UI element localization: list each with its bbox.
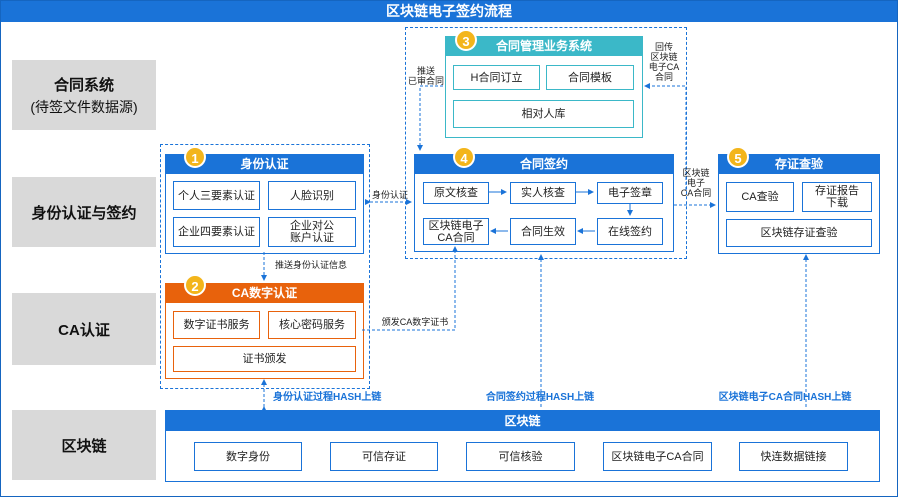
box-chain-ca-contract-store[interactable]: 区块链电子CA合同 <box>603 442 712 471</box>
label-return-contract: 回传 区块链 电子CA 合同 <box>648 42 680 82</box>
box-chain-ca-contract[interactable]: 区块链电子 CA合同 <box>423 218 489 245</box>
box-face-recognition[interactable]: 人脸识别 <box>268 181 356 210</box>
box-quick-data-link[interactable]: 快连数据链接 <box>739 442 848 471</box>
arrow-return-contract <box>644 83 687 190</box>
label-hash-ca: 区块链电子CA合同HASH上链 <box>718 392 852 403</box>
lane-ca-title: CA认证 <box>58 321 110 339</box>
lane-auth-sign: 身份认证与签约 <box>12 177 156 247</box>
box-contract-template[interactable]: 合同模板 <box>546 65 634 90</box>
box-cert-service[interactable]: 数字证书服务 <box>173 311 260 339</box>
panel-mgmt-title: 合同管理业务系统 <box>446 37 642 56</box>
box-ca-verify[interactable]: CA查验 <box>726 182 794 212</box>
box-trusted-verify[interactable]: 可信核验 <box>466 442 575 471</box>
panel-blockchain: 区块链 数字身份 可信存证 可信核验 区块链电子CA合同 快连数据链接 <box>165 410 880 482</box>
box-report-download[interactable]: 存证报告 下载 <box>802 182 872 212</box>
arrow-push-signed <box>417 85 443 151</box>
box-h-contract[interactable]: H合同订立 <box>453 65 540 90</box>
box-e-seal[interactable]: 电子签章 <box>597 182 663 204</box>
label-chain-contract: 区块链 电子 CA合同 <box>680 168 712 198</box>
diagram-title: 区块链电子签约流程 <box>1 1 897 22</box>
box-counterparty-db[interactable]: 相对人库 <box>453 100 634 128</box>
panel-sign-title: 合同签约 <box>415 155 673 174</box>
label-push-auth: 推送身份认证信息 <box>275 260 348 270</box>
panel-contract-sign: 合同签约 原文核查 实人核查 电子签章 区块链电子 CA合同 合同生效 在线签约 <box>414 154 674 252</box>
label-hash-sign: 合同签约过程HASH上链 <box>485 392 595 403</box>
panel-identity: 身份认证 个人三要素认证 人脸识别 企业四要素认证 企业对公 账户认证 <box>165 154 364 254</box>
arrow-issue-cert <box>362 246 458 331</box>
box-crypto-service[interactable]: 核心密码服务 <box>268 311 356 339</box>
lane-contract-subtitle: (待签文件数据源) <box>30 98 138 115</box>
label-push-signed: 推送 已审合同 <box>407 66 444 86</box>
box-cert-issue[interactable]: 证书颁发 <box>173 346 356 372</box>
box-realname-check[interactable]: 实人核查 <box>510 182 576 204</box>
badge-2: 2 <box>184 274 206 296</box>
badge-4: 4 <box>453 146 475 168</box>
panel-ca: CA数字认证 数字证书服务 核心密码服务 证书颁发 <box>165 283 364 379</box>
panel-ca-title: CA数字认证 <box>166 284 363 303</box>
box-contract-effective[interactable]: 合同生效 <box>510 218 576 245</box>
lane-auth-title: 身份认证与签约 <box>31 204 137 222</box>
panel-contract-management: 合同管理业务系统 H合同订立 合同模板 相对人库 <box>445 36 643 138</box>
panel-identity-title: 身份认证 <box>166 155 363 174</box>
badge-1: 1 <box>184 146 206 168</box>
panel-blockchain-title: 区块链 <box>166 411 879 431</box>
label-hash-auth: 身份认证过程HASH上链 <box>273 392 382 403</box>
box-enterprise-account[interactable]: 企业对公 账户认证 <box>268 217 356 247</box>
badge-3: 3 <box>455 29 477 51</box>
lane-contract-title: 合同系统 <box>53 76 114 94</box>
box-original-check[interactable]: 原文核查 <box>423 182 489 204</box>
lane-ca: CA认证 <box>12 293 156 365</box>
label-id-auth: 身份认证 <box>371 190 408 200</box>
box-enterprise-4factor[interactable]: 企业四要素认证 <box>173 217 260 247</box>
lane-blockchain: 区块链 <box>12 410 156 480</box>
badge-5: 5 <box>727 146 749 168</box>
box-digital-identity[interactable]: 数字身份 <box>194 442 302 471</box>
box-personal-3factor[interactable]: 个人三要素认证 <box>173 181 260 210</box>
lane-contract-system: 合同系统 (待签文件数据源) <box>12 60 156 130</box>
box-trusted-storage[interactable]: 可信存证 <box>330 442 438 471</box>
panel-store-title: 存证查验 <box>719 155 879 174</box>
label-issue-cert: 颁发CA数字证书 <box>381 317 449 327</box>
lane-chain-title: 区块链 <box>61 437 107 455</box>
panel-store-verify: 存证查验 CA查验 存证报告 下载 区块链存证查验 <box>718 154 880 254</box>
box-online-sign[interactable]: 在线签约 <box>597 218 663 245</box>
box-chain-store-verify[interactable]: 区块链存证查验 <box>726 219 872 247</box>
